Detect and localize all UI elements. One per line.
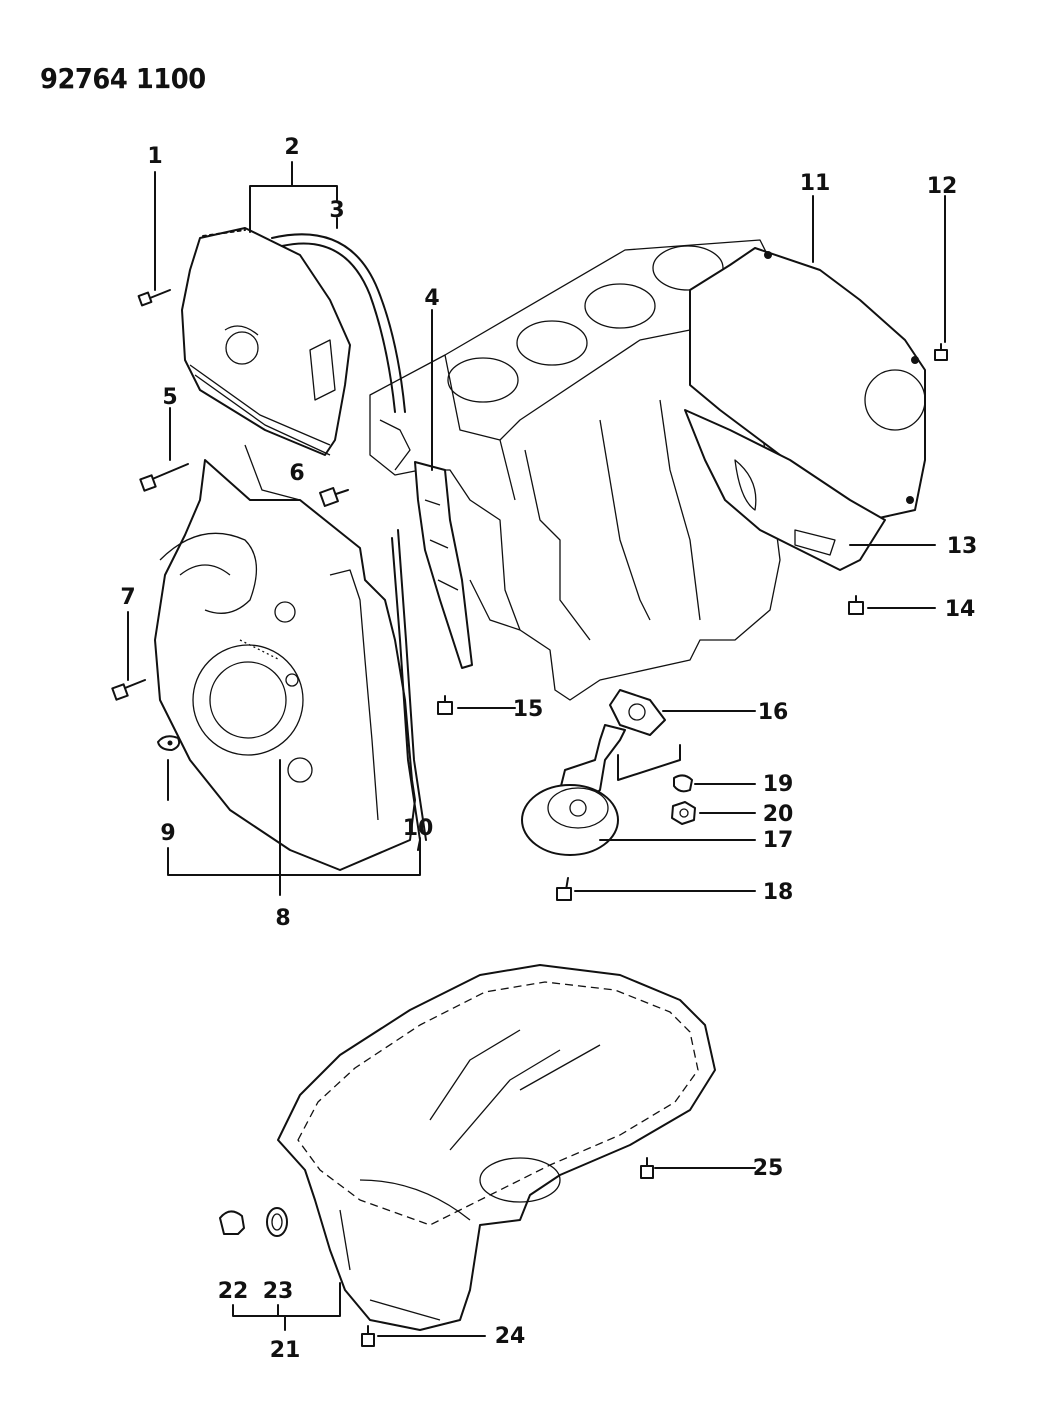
callout-22: 22 — [218, 1279, 249, 1304]
gasket-23-icon — [266, 1207, 288, 1237]
leader-lines — [127, 161, 946, 1337]
bolt-5-icon — [139, 463, 189, 492]
callout-21: 21 — [270, 1338, 301, 1363]
side-gasket-illustration — [414, 461, 473, 669]
bolt-7-icon — [111, 679, 146, 701]
document-id: 92764 1100 — [40, 62, 206, 95]
callout-23: 23 — [263, 1279, 294, 1304]
fasteners-illustration — [111, 289, 948, 1347]
callout-11: 11 — [800, 171, 831, 196]
callout-16: 16 — [758, 700, 789, 725]
callout-25: 25 — [753, 1156, 784, 1181]
callout-12: 12 — [927, 174, 958, 199]
callout-2: 2 — [284, 135, 299, 160]
clip-19-icon — [673, 774, 693, 793]
callout-4: 4 — [424, 286, 439, 311]
callout-10: 10 — [403, 816, 434, 841]
bolt-15-icon — [437, 695, 453, 715]
bolt-14-icon — [848, 595, 864, 615]
callout-1: 1 — [147, 144, 162, 169]
callout-20: 20 — [763, 802, 794, 827]
rear-plate-illustration — [684, 247, 926, 571]
upper-timing-cover-illustration — [181, 227, 406, 456]
callout-18: 18 — [763, 880, 794, 905]
oil-strainer-illustration — [521, 689, 666, 856]
callout-8: 8 — [275, 906, 290, 931]
bolt-24-icon — [361, 1325, 375, 1347]
callout-17: 17 — [763, 828, 794, 853]
callout-3: 3 — [329, 198, 344, 223]
bolt-1-icon — [137, 289, 171, 307]
bolt-12-icon — [934, 343, 948, 361]
nut-20-icon — [671, 801, 696, 825]
callout-7: 7 — [120, 585, 135, 610]
callout-14: 14 — [945, 597, 976, 622]
callout-13: 13 — [947, 534, 978, 559]
callout-15: 15 — [513, 697, 544, 722]
washer-9-icon — [157, 735, 181, 751]
callout-6: 6 — [289, 461, 304, 486]
callout-24: 24 — [495, 1324, 526, 1349]
bolt-25-icon — [640, 1157, 654, 1179]
oil-pan-illustration — [277, 964, 716, 1331]
callout-5: 5 — [162, 385, 177, 410]
callout-numbers: 1 2 3 4 5 6 7 8 9 10 11 12 13 14 15 16 1… — [120, 135, 977, 1363]
lower-timing-case-illustration — [154, 444, 427, 871]
bolt-6-icon — [319, 487, 349, 507]
callout-19: 19 — [763, 772, 794, 797]
callout-9: 9 — [160, 821, 175, 846]
bolt-18-icon — [556, 877, 572, 901]
drain-plug-22-icon — [219, 1210, 245, 1235]
